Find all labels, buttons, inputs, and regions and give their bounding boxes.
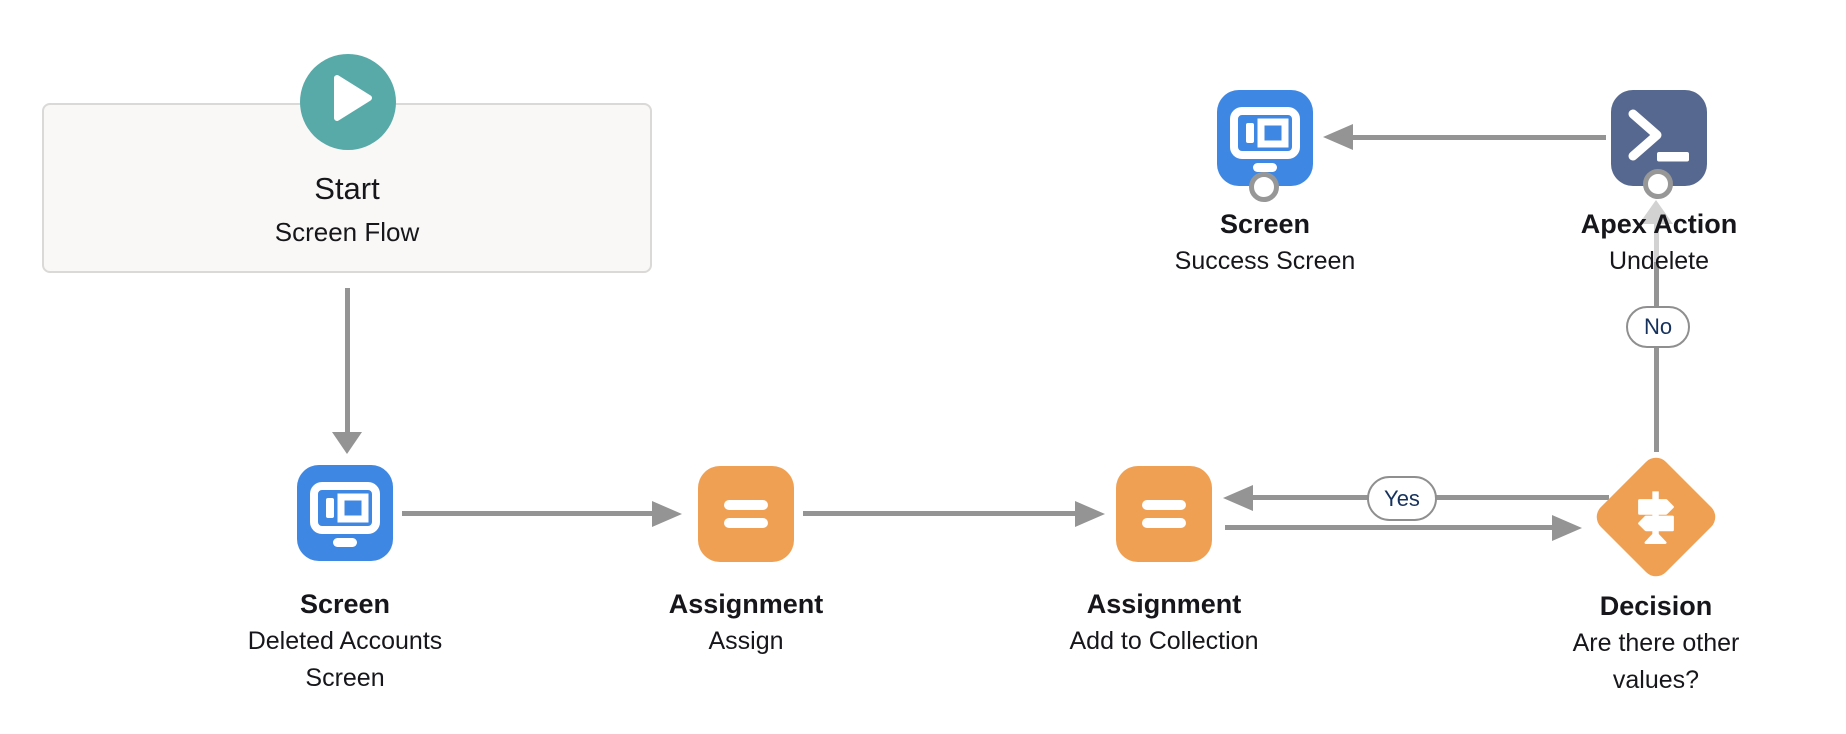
screen-node-success[interactable] <box>1217 90 1313 186</box>
equals-icon <box>724 500 768 528</box>
node-label: Decision Are there other values? <box>1551 588 1761 699</box>
start-type-label: Screen Flow <box>274 217 420 247</box>
connector-decision-no-faded <box>1654 224 1659 262</box>
connector-start-to-screen <box>345 288 350 432</box>
connector-apex-to-successscreen <box>1353 135 1606 140</box>
arrowhead-right-icon <box>652 501 682 527</box>
yes-connector-label[interactable]: Yes <box>1367 476 1437 521</box>
node-type-label: Screen <box>1219 209 1311 239</box>
start-title: Start <box>314 171 380 206</box>
node-name-label: Add to Collection <box>1069 627 1259 655</box>
arrowhead-right-icon <box>1075 501 1105 527</box>
arrowhead-right-icon <box>1552 515 1582 541</box>
start-play-icon[interactable] <box>300 54 396 150</box>
node-type-label: Assignment <box>1086 589 1242 619</box>
connector-addtocollection-to-decision <box>1225 525 1552 530</box>
signpost-icon <box>1610 471 1702 563</box>
node-type-label: Apex Action <box>1580 209 1738 239</box>
node-label: Assignment Add to Collection <box>1024 586 1304 660</box>
decision-node[interactable] <box>1590 451 1722 583</box>
connector-port[interactable] <box>1249 172 1279 202</box>
connector-decision-no-lower <box>1654 348 1659 452</box>
node-type-label: Assignment <box>668 589 824 619</box>
equals-icon <box>1142 500 1186 528</box>
node-label: Screen Success Screen <box>1135 206 1395 280</box>
connector-decision-no-upper <box>1654 262 1659 307</box>
node-name-label: Undelete <box>1608 247 1710 275</box>
arrowhead-up-faded-icon <box>1639 200 1673 224</box>
assignment-node-assign[interactable] <box>698 466 794 562</box>
node-name-label: Success Screen <box>1174 247 1356 275</box>
assignment-node-add-to-collection[interactable] <box>1116 466 1212 562</box>
node-name-label: Are there other values? <box>1572 629 1740 694</box>
node-type-label: Screen <box>299 589 391 619</box>
yes-label-text: Yes <box>1384 485 1420 511</box>
connector-screen-to-assign <box>402 511 652 516</box>
arrowhead-down-icon <box>332 432 362 454</box>
node-label: Screen Deleted Accounts Screen <box>215 586 475 697</box>
connector-port[interactable] <box>1643 169 1673 199</box>
connector-assign-to-addtocollection <box>803 511 1075 516</box>
monitor-icon <box>310 482 380 547</box>
arrowhead-left-icon <box>1223 485 1253 511</box>
node-label: Assignment Assign <box>626 586 866 660</box>
terminal-prompt-icon <box>1628 109 1689 162</box>
no-connector-label[interactable]: No <box>1626 306 1690 348</box>
arrowhead-left-icon <box>1323 124 1353 150</box>
node-name-label: Assign <box>708 627 784 655</box>
screen-node-deleted-accounts[interactable] <box>297 465 393 561</box>
node-type-label: Decision <box>1599 591 1713 621</box>
no-label-text: No <box>1643 314 1673 339</box>
play-icon <box>334 75 372 121</box>
node-label: Apex Action Undelete <box>1529 206 1789 280</box>
monitor-icon <box>1230 107 1300 172</box>
node-name-label: Deleted Accounts Screen <box>247 627 443 692</box>
